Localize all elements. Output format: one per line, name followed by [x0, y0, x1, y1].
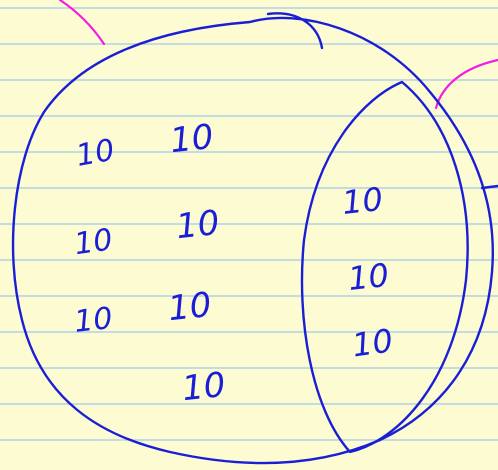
outer-label: 10 [168, 117, 215, 161]
outer-label: 10 [73, 301, 115, 340]
inner-label: 10 [340, 180, 384, 222]
inner-label: 10 [350, 321, 396, 364]
outer-label: 10 [72, 222, 115, 262]
outer-label: 10 [166, 285, 213, 329]
inner-label: 10 [346, 256, 390, 298]
outer-label: 10 [73, 133, 117, 174]
outer-label: 10 [174, 203, 221, 247]
outer-label: 10 [180, 365, 227, 409]
